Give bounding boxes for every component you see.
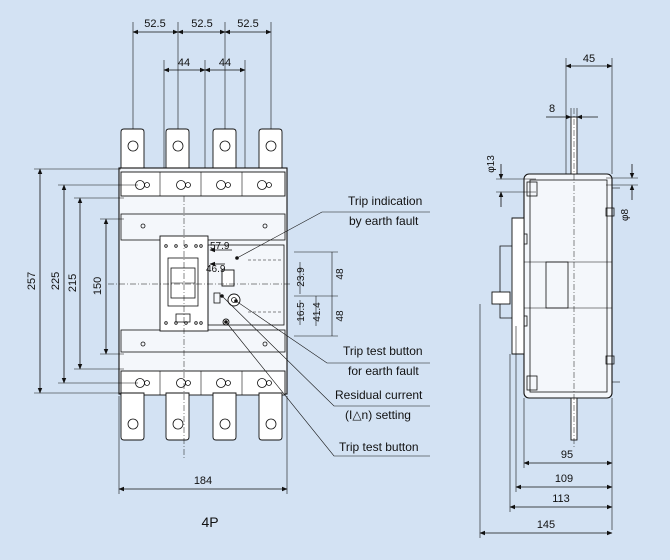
dim-8-top: 8 xyxy=(549,103,555,115)
dim-dia-13: φ13 xyxy=(486,155,497,173)
dim-45: 45 xyxy=(583,53,595,65)
dim-48-lower: 48 xyxy=(335,310,346,322)
dim-145: 145 xyxy=(537,519,555,531)
dim-52-5-a: 52.5 xyxy=(144,18,165,30)
callout-trip-test-earth-1: Trip test button xyxy=(343,344,423,358)
dim-heights: 257 225 215 150 xyxy=(26,168,138,394)
dim-48-upper: 48 xyxy=(335,268,346,280)
dim-184: 184 xyxy=(194,475,212,487)
dim-257: 257 xyxy=(26,272,38,290)
dim-41-4: 41.4 xyxy=(312,302,323,322)
pole-caption: 4P xyxy=(201,514,218,530)
dim-23-9: 23.9 xyxy=(296,267,307,287)
inner-dimensions: 57.9 46.9 23.9 16.5 41.4 48 48 xyxy=(206,241,346,337)
residual-current-dial xyxy=(227,293,241,307)
dim-225: 225 xyxy=(50,272,62,290)
dim-215: 215 xyxy=(67,274,79,292)
dim-width-184: 184 xyxy=(118,396,288,494)
dim-113: 113 xyxy=(552,493,570,505)
side-view: 45 8 φ13 φ8 95 109 113 145 xyxy=(479,53,638,538)
dim-46-9: 46.9 xyxy=(206,264,226,275)
dim-44-b: 44 xyxy=(219,57,231,69)
earth-leakage-module xyxy=(207,244,285,326)
dim-52-5-b: 52.5 xyxy=(191,18,212,30)
dim-95: 95 xyxy=(561,449,573,461)
callout-trip-indication-1: Trip indication xyxy=(348,194,422,208)
front-view: 52.5 52.5 52.5 44 44 xyxy=(26,18,346,530)
callout-trip-test: Trip test button xyxy=(339,440,419,454)
bottom-terminal-shields xyxy=(120,370,286,396)
dim-16-5: 16.5 xyxy=(296,302,307,322)
handle-assembly xyxy=(159,235,209,332)
dim-top-52-5: 52.5 52.5 52.5 xyxy=(132,18,272,35)
dim-57-9: 57.9 xyxy=(210,241,230,252)
dim-109: 109 xyxy=(555,473,573,485)
bottom-terminals xyxy=(120,392,283,441)
callout-residual-current-1: Residual current xyxy=(335,388,423,402)
dim-44-a: 44 xyxy=(178,57,190,69)
trip-indicator xyxy=(221,269,235,287)
callout-trip-indication-2: by earth fault xyxy=(349,214,419,228)
callout-trip-test-earth-2: for earth fault xyxy=(348,364,419,378)
callouts: Trip indication by earth fault Trip test… xyxy=(220,194,430,457)
dim-pitch-44: 44 44 xyxy=(163,57,246,73)
top-terminal-shields xyxy=(120,171,286,197)
dim-dia-8: φ8 xyxy=(620,209,631,221)
callout-residual-current-2: (I△n) setting xyxy=(345,408,411,422)
dim-150: 150 xyxy=(92,277,104,295)
dim-52-5-c: 52.5 xyxy=(237,18,258,30)
